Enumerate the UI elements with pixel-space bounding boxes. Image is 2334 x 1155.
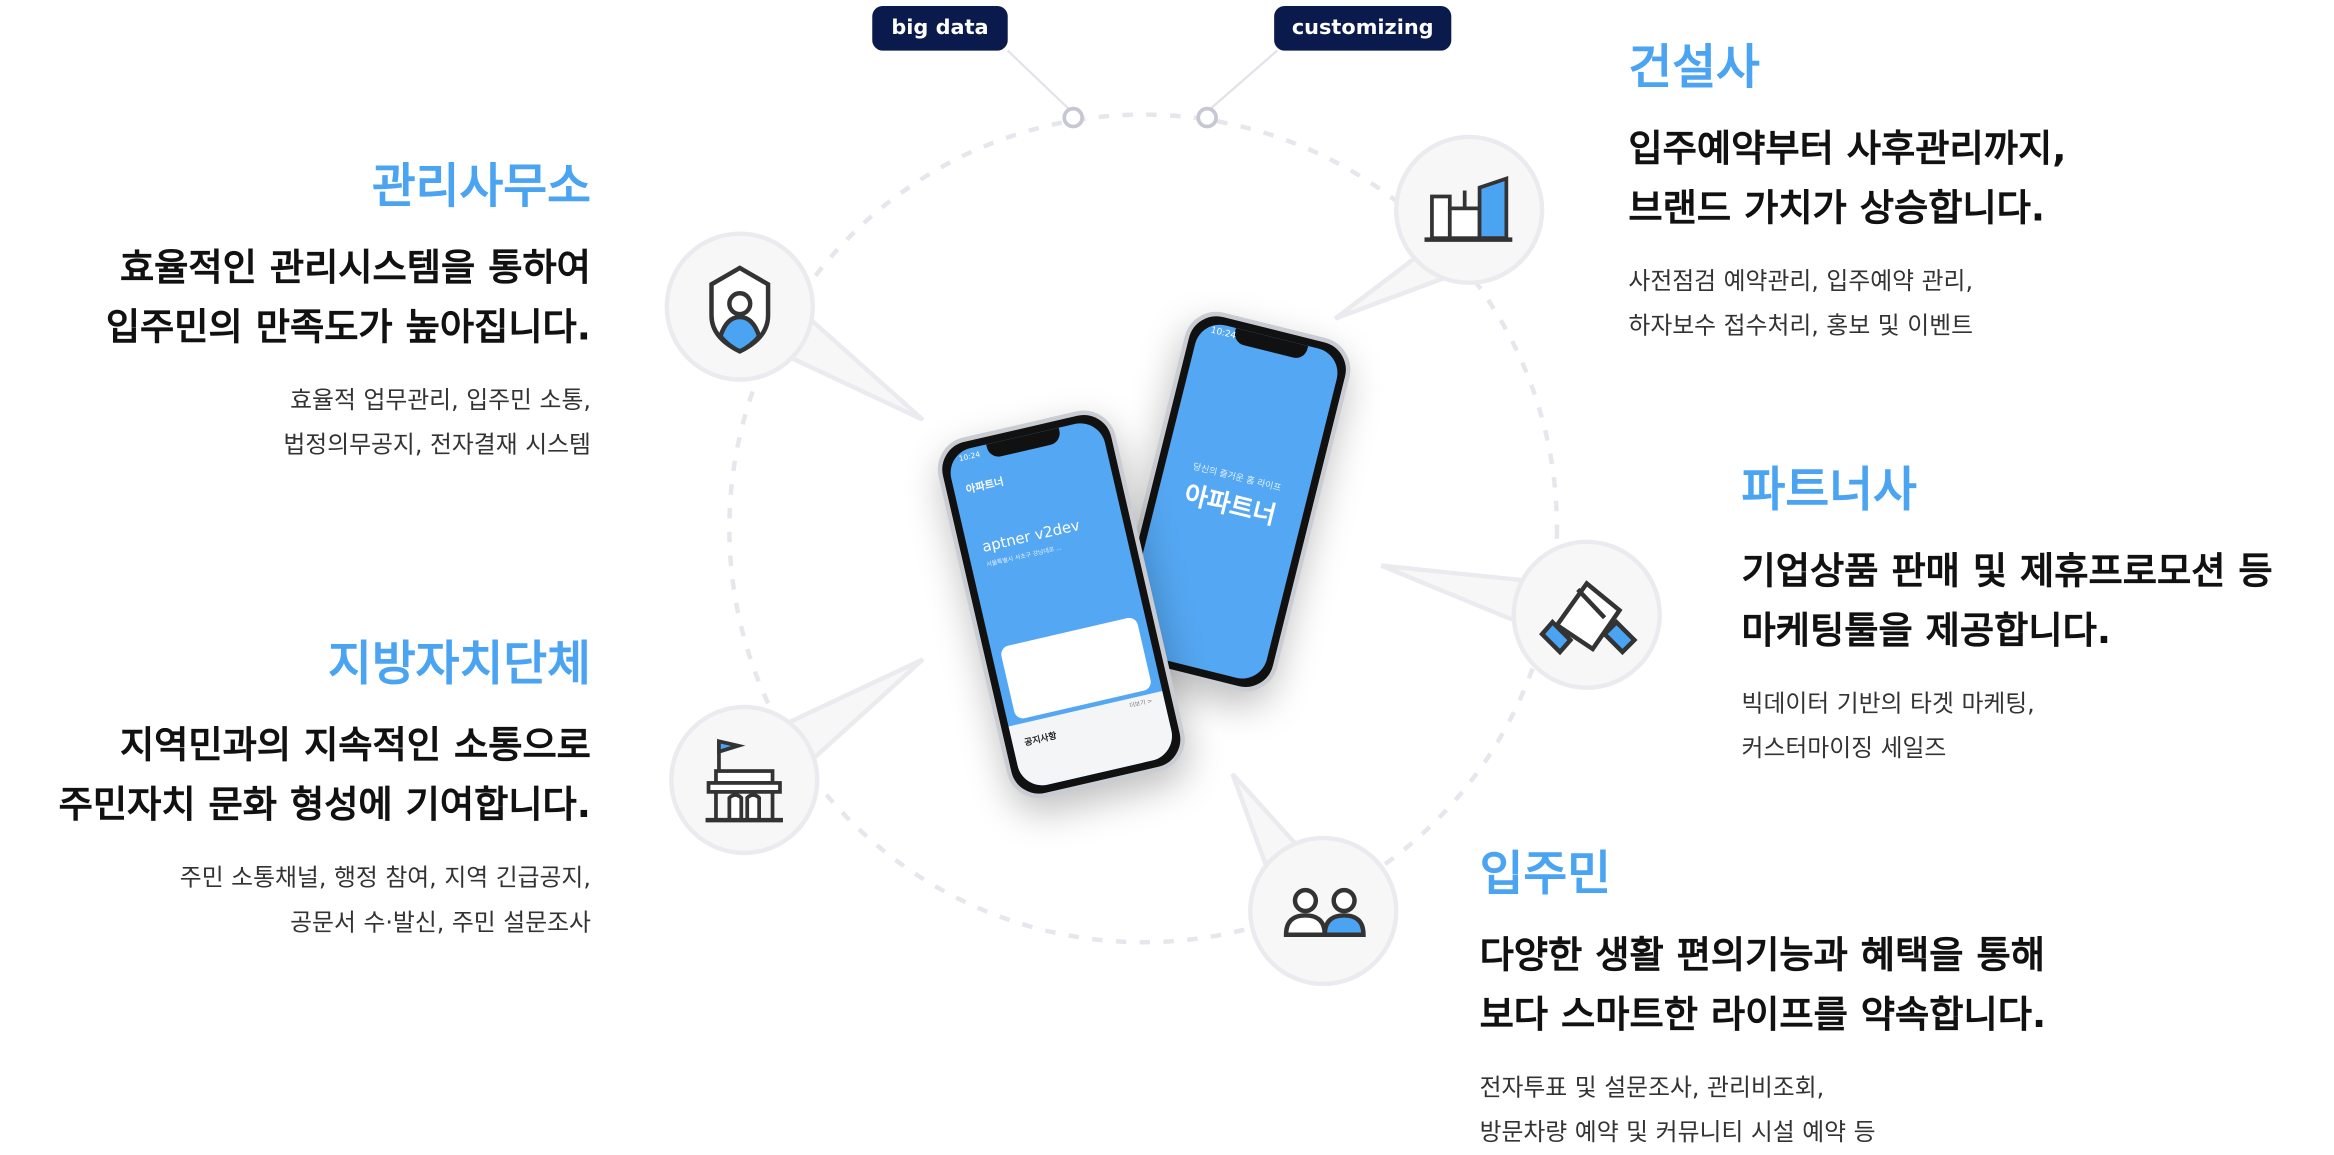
section-government: 지방자치단체 지역민과의 지속적인 소통으로 주민자치 문화 형성에 기여합니다… [59, 627, 591, 946]
buildings-icon [1424, 176, 1513, 242]
people-icon [1283, 887, 1366, 938]
headline: 마케팅툴을 제공합니다. [1741, 608, 2111, 652]
headline: 브랜드 가치가 상승합니다. [1628, 186, 2046, 230]
headline: 다양한 생활 편의기능과 혜택을 통해 [1479, 933, 2045, 977]
app-logo: 아파트너 [964, 475, 1005, 497]
headline: 보다 스마트한 라이프를 약속합니다. [1479, 992, 2047, 1036]
big-data-badge: big data [872, 5, 1008, 51]
status-time: 10:24 [1209, 325, 1238, 342]
headline: 주민자치 문화 형성에 기여합니다. [58, 782, 591, 827]
description: 효율적 업무관리, 입주민 소통, [290, 385, 591, 414]
description: 커스터마이징 세일즈 [1741, 733, 1947, 763]
connector-line [1206, 49, 1278, 113]
section-title: 지방자치단체 [328, 635, 591, 693]
bubble-resident [1248, 835, 1399, 987]
section-title: 파트너사 [1741, 461, 1917, 518]
orbit-ring [727, 112, 1560, 945]
description: 공문서 수·발신, 주민 설문조사 [290, 907, 591, 937]
description: 빅데이터 기반의 타겟 마케팅, [1741, 689, 2035, 718]
town-hall-icon [705, 738, 783, 823]
description: 사전점검 예약관리, 입주예약 관리, [1628, 266, 1974, 295]
customizing-badge: customizing [1274, 5, 1452, 51]
orbit-node [1196, 106, 1218, 129]
description: 법정의무공지, 전자결재 시스템 [283, 430, 591, 459]
headline: 입주예약부터 사후관리까지, [1628, 126, 2067, 170]
description: 방문차량 예약 및 커뮤니티 시설 예약 등 [1479, 1117, 1876, 1147]
section-title: 건설사 [1628, 38, 1760, 96]
handshake-icon [1539, 580, 1638, 656]
section-title: 입주민 [1479, 845, 1612, 903]
section-partner: 파트너사 기업상품 판매 및 제휴프로모션 등 마케팅툴을 제공합니다. 빅데이… [1742, 453, 2273, 772]
orbit-node [1062, 106, 1085, 129]
section-builder: 건설사 입주예약부터 사후관리까지, 브랜드 가치가 상승합니다. 사전점검 예… [1628, 30, 2066, 349]
section-title: 관리사무소 [371, 157, 591, 215]
description: 주민 소통채널, 행정 참여, 지역 긴급공지, [179, 863, 591, 892]
shield-user-icon [709, 265, 771, 354]
notice-title: 공지사항 [1023, 730, 1058, 749]
connector-line [1006, 49, 1073, 113]
headline: 지역민과의 지속적인 소통으로 [119, 723, 591, 767]
more-link[interactable]: 더보기 > [1128, 696, 1154, 710]
bubble-tail [1380, 563, 1528, 629]
description: 전자투표 및 설문조사, 관리비조회, [1479, 1073, 1825, 1102]
section-resident: 입주민 다양한 생활 편의기능과 혜택을 통해 보다 스마트한 라이프를 약속합… [1480, 837, 2047, 1155]
status-time: 10:24 [958, 450, 982, 465]
headline: 효율적인 관리시스템을 통하여 [119, 245, 591, 289]
description: 하자보수 접수처리, 홍보 및 이벤트 [1628, 311, 1974, 340]
section-office: 관리사무소 효율적인 관리시스템을 통하여 입주민의 만족도가 높아집니다. 효… [106, 149, 591, 468]
headline: 기업상품 판매 및 제휴프로모션 등 [1741, 549, 2273, 593]
headline: 입주민의 만족도가 높아집니다. [105, 305, 591, 349]
